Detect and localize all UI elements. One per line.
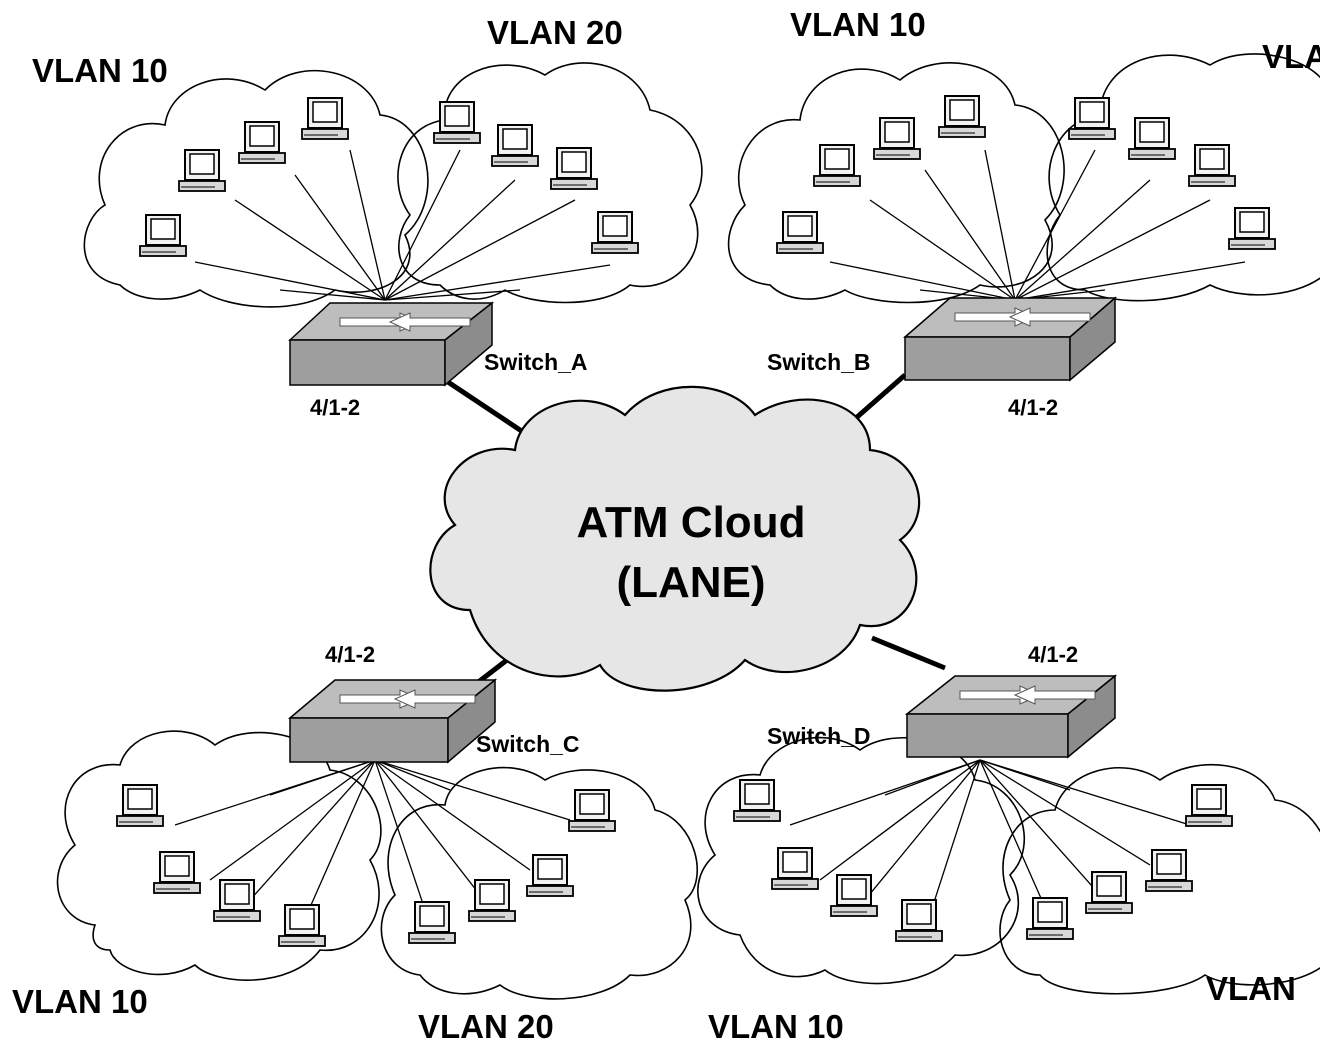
switch-c-port-label: 4/1-2	[325, 642, 375, 667]
switch-d-port-label: 4/1-2	[1028, 642, 1078, 667]
workstation-icon	[1185, 784, 1233, 827]
workstation-icon	[733, 779, 781, 822]
workstation-icon	[938, 95, 986, 138]
workstation-icon	[468, 879, 516, 922]
vlan-label-c2: VLAN 20	[418, 1008, 554, 1045]
switch-a-icon	[288, 301, 495, 387]
workstation-icon	[213, 879, 261, 922]
vlan-label-d1: VLAN 10	[708, 1008, 844, 1045]
vlan-cloud-b2	[1046, 53, 1320, 302]
workstation-icon	[1085, 871, 1133, 914]
workstation-icon	[139, 214, 187, 257]
switch-b-icon	[902, 296, 1118, 382]
trunk-link-d	[871, 635, 946, 671]
access-links	[174, 149, 1246, 931]
workstation-icon	[771, 847, 819, 890]
switch-d-icon	[904, 674, 1118, 759]
workstation-icon	[1145, 849, 1193, 892]
vlan-label-a1: VLAN 10	[32, 52, 168, 89]
vlan-label-a2: VLAN 20	[487, 14, 623, 51]
workstation-icon	[1228, 207, 1276, 250]
workstation-icon	[1026, 897, 1074, 940]
vlan-cloud-b1	[727, 62, 1065, 304]
workstation-icon	[153, 851, 201, 894]
workstation-icon	[873, 117, 921, 160]
workstation-icon	[1068, 97, 1116, 140]
workstation-icon	[1188, 144, 1236, 187]
core-title-line1: ATM Cloud	[577, 498, 806, 547]
workstation-icon	[408, 901, 456, 944]
switch-c-icon	[287, 678, 498, 764]
workstation-icon	[178, 149, 226, 192]
workstation-icon	[550, 147, 598, 190]
workstation-icon	[491, 124, 539, 167]
switch-a-label: Switch_A	[484, 349, 588, 375]
switch-b-port-label: 4/1-2	[1008, 395, 1058, 420]
workstation-icon	[116, 784, 164, 827]
vlan-label-b1: VLAN 10	[790, 6, 926, 43]
workstation-icon	[830, 874, 878, 917]
workstation-icon	[776, 211, 824, 254]
switch-a-port-label: 4/1-2	[310, 395, 360, 420]
vlan-label-d2: VLAN	[1206, 970, 1296, 1007]
workstation-icon	[526, 854, 574, 897]
workstation-icon	[568, 789, 616, 832]
vlan-cloud-a1	[83, 69, 429, 308]
workstation-icon	[591, 211, 639, 254]
switch-c-label: Switch_C	[476, 731, 580, 757]
vlan-label-b2: VLA	[1262, 38, 1320, 75]
workstation-icon	[301, 97, 349, 140]
vlan-cloud-d2	[999, 763, 1320, 995]
vlan-cloud-a2	[397, 62, 703, 304]
vlan-label-c1: VLAN 10	[12, 983, 148, 1020]
trunk-link-a	[443, 377, 537, 443]
workstation-icon	[813, 144, 861, 187]
workstation-icon	[278, 904, 326, 947]
atm-cloud	[429, 385, 921, 692]
workstation-icon	[1128, 117, 1176, 160]
switch-d-label: Switch_D	[767, 723, 871, 749]
vlan-cloud-c2	[380, 766, 699, 1000]
workstation-icon	[433, 101, 481, 144]
core-title-line2: (LANE)	[616, 558, 765, 607]
vlan-cloud-c1	[56, 730, 382, 981]
workstation-icon	[895, 899, 943, 942]
vlan-cloud-d1	[697, 736, 1026, 985]
switches	[287, 296, 1118, 764]
switch-b-label: Switch_B	[767, 349, 871, 375]
workstation-icon	[238, 121, 286, 164]
